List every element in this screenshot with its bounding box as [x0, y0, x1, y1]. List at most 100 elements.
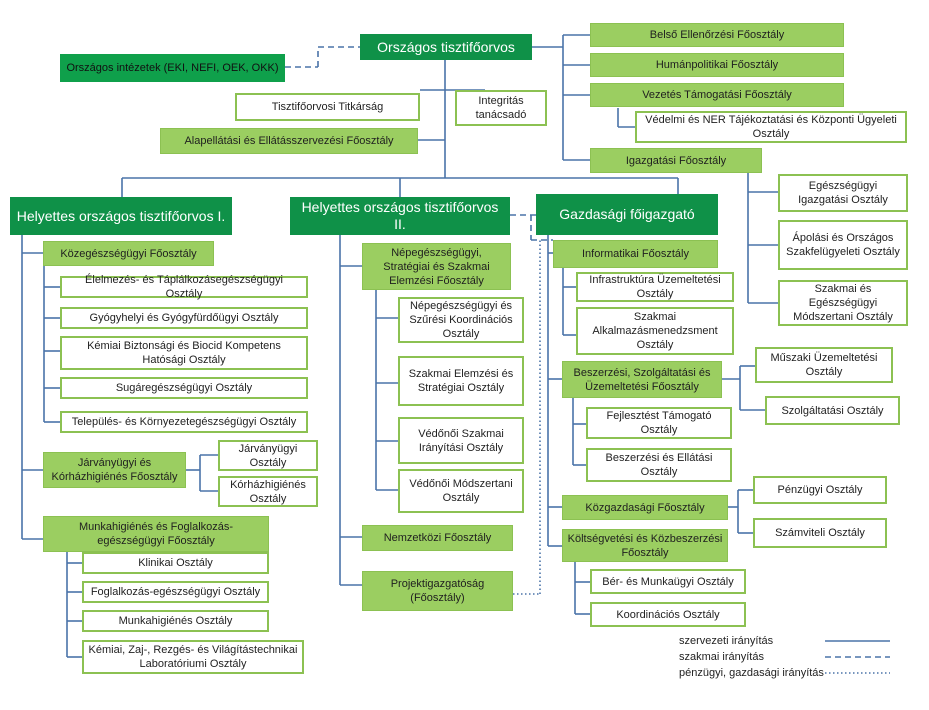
ph-unit-label: Kémiai Biztonsági és Biocid Kompetens Ha… — [87, 340, 281, 366]
leadership-support-box: Vezetés Támogatási Főosztály — [590, 83, 844, 107]
basic-care-label: Alapellátási és Ellátásszervezési Főoszt… — [184, 135, 394, 147]
occ-unit-1: Klinikai Osztály — [82, 552, 269, 574]
occ-unit-label: Klinikai Osztály — [138, 557, 213, 569]
proc-unit-label: Szolgáltatási Osztály — [781, 404, 884, 417]
economic-label: Közgazdasági Főosztály — [585, 501, 705, 514]
proc-right-2: Szolgáltatási Osztály — [765, 396, 900, 425]
proc-left-1: Fejlesztést Támogató Osztály — [586, 407, 732, 439]
deputy2-box: Helyettes országos tisztifőorvos II. — [290, 197, 510, 235]
chief-box: Országos tisztifőorvos — [360, 34, 532, 60]
it-unit-1: Infrastruktúra Üzemeltetési Osztály — [576, 272, 734, 302]
epidemic-label: Járványügyi és Kórházhigiénés Főosztály — [51, 457, 178, 483]
procurement-box: Beszerzési, Szolgáltatási és Üzemeltetés… — [562, 361, 722, 398]
ph-unit-5: Település- és Környezetegészségügyi Oszt… — [60, 411, 308, 433]
deputy2-label: Helyettes országos tisztifőorvos II. — [301, 199, 499, 232]
integrity-label: Integritás tanácsadó — [475, 95, 527, 121]
budget-box: Költségvetési és Közbeszerzési Főosztály — [562, 529, 728, 562]
leadership-support-label: Vezetés Támogatási Főosztály — [642, 89, 792, 101]
international-label: Nemzetközi Főosztály — [383, 532, 492, 544]
deputy1-label: Helyettes országos tisztifőorvos I. — [16, 207, 226, 224]
occ-unit-label: Munkahigiénés Osztály — [118, 615, 233, 627]
institutes-label: Országos intézetek (EKI, NEFI, OEK, OKK) — [66, 62, 279, 74]
admin-box: Igazgatási Főosztály — [590, 148, 762, 173]
basic-care-box: Alapellátási és Ellátásszervezési Főoszt… — [160, 128, 418, 154]
defense-label: Védelmi és NER Tájékoztatási és Központi… — [645, 114, 897, 140]
it-label: Informatikai Főosztály — [582, 248, 689, 260]
nursing-label: Ápolási és Országos Szakfelügyeleti Oszt… — [786, 232, 900, 258]
econ-unit-2: Számviteli Osztály — [753, 518, 887, 548]
it-unit-label: Infrastruktúra Üzemeltetési Osztály — [589, 274, 721, 300]
occ-unit-3: Munkahigiénés Osztály — [82, 610, 269, 632]
it-unit-label: Szakmai Alkalmazásmenedzsment Osztály — [592, 311, 718, 351]
chief-label: Országos tisztifőorvos — [377, 38, 515, 55]
econ-unit-1: Pénzügyi Osztály — [753, 476, 887, 504]
d2-unit-label: Védőnői Módszertani Osztály — [409, 478, 513, 504]
econ-unit-label: Számviteli Osztály — [775, 527, 865, 539]
occ-unit-2: Foglalkozás-egészségügyi Osztály — [82, 581, 269, 603]
budget-unit-1: Bér- és Munkaügyi Osztály — [590, 569, 746, 594]
health-admin-box: Egészségügyi Igazgatási Osztály — [778, 174, 908, 212]
public-health-label: Közegészségügyi Főosztály — [60, 247, 197, 260]
d2-unit-label: Szakmai Elemzési és Stratégiai Osztály — [408, 368, 514, 394]
defense-box: Védelmi és NER Tájékoztatási és Központi… — [635, 111, 907, 143]
admin-label: Igazgatási Főosztály — [625, 154, 727, 167]
ph-unit-4: Sugáregészségügyi Osztály — [60, 377, 308, 399]
hr-label: Humánpolitikai Főosztály — [655, 59, 779, 71]
finance-box: Gazdasági főigazgató — [536, 194, 718, 235]
d2-unit-label: Védőnői Szakmai Irányítási Osztály — [418, 427, 504, 454]
procurement-label: Beszerzési, Szolgáltatási és Üzemeltetés… — [573, 366, 711, 393]
public-health-box: Közegészségügyi Főosztály — [43, 241, 214, 266]
budget-unit-label: Bér- és Munkaügyi Osztály — [602, 575, 734, 588]
ph-unit-label: Sugáregészségügyi Osztály — [115, 382, 253, 394]
internal-audit-label: Belső Ellenőrzési Főosztály — [649, 29, 785, 41]
secretariat-label: Tisztifőorvosi Titkárság — [271, 101, 384, 113]
epi-unit-label: Kórházhigiénés Osztály — [230, 478, 306, 505]
ph-unit-3: Kémiai Biztonsági és Biocid Kompetens Ha… — [60, 336, 308, 370]
people-health-label: Népegészségügyi, Stratégiai és Szakmai E… — [383, 246, 490, 287]
d2-unit-label: Népegészségügyi és Szűrési Koordinációs … — [409, 300, 513, 340]
it-unit-2: Szakmai Alkalmazásmenedzsment Osztály — [576, 307, 734, 355]
legend-dotted-label: pénzügyi, gazdasági irányítás — [679, 667, 824, 679]
epi-unit-2: Kórházhigiénés Osztály — [218, 476, 318, 507]
method-box: Szakmai és Egészségügyi Módszertani Oszt… — [778, 280, 908, 326]
ph-unit-label: Gyógyhelyi és Gyógyfürdőügyi Osztály — [89, 312, 279, 324]
d2-unit-3: Védőnői Szakmai Irányítási Osztály — [398, 417, 524, 464]
occ-unit-label: Foglalkozás-egészségügyi Osztály — [90, 586, 261, 598]
institutes-box: Országos intézetek (EKI, NEFI, OEK, OKK) — [60, 54, 285, 82]
project-box: Projektigazgatóság (Főosztály) — [362, 571, 513, 611]
legend-solid-label: szervezeti irányítás — [679, 635, 774, 647]
project-label: Projektigazgatóság (Főosztály) — [390, 578, 485, 604]
legend-dashed-label: szakmai irányítás — [679, 651, 764, 663]
it-box: Informatikai Főosztály — [553, 240, 718, 268]
proc-unit-label: Beszerzési és Ellátási Osztály — [605, 452, 713, 478]
hr-box: Humánpolitikai Főosztály — [590, 53, 844, 77]
epi-unit-label: Járványügyi Osztály — [238, 442, 298, 469]
international-box: Nemzetközi Főosztály — [362, 525, 513, 551]
d2-unit-1: Népegészségügyi és Szűrési Koordinációs … — [398, 297, 524, 343]
ph-unit-1: Élelmezés- és Táplálkozásegészségügyi Os… — [60, 274, 308, 300]
econ-unit-label: Pénzügyi Osztály — [777, 484, 863, 496]
health-admin-label: Egészségügyi Igazgatási Osztály — [798, 180, 888, 206]
ph-unit-label: Település- és Környezetegészségügyi Oszt… — [71, 416, 297, 428]
internal-audit-box: Belső Ellenőrzési Főosztály — [590, 23, 844, 47]
proc-unit-label: Fejlesztést Támogató Osztály — [606, 410, 712, 436]
budget-unit-2: Koordinációs Osztály — [590, 602, 746, 627]
proc-right-1: Műszaki Üzemeltetési Osztály — [755, 347, 893, 383]
budget-unit-label: Koordinációs Osztály — [616, 608, 720, 621]
occ-unit-label: Kémiai, Zaj-, Rezgés- és Világítástechni… — [88, 644, 298, 670]
d2-unit-2: Szakmai Elemzési és Stratégiai Osztály — [398, 356, 524, 406]
occupational-label: Munkahigiénés és Foglalkozás-egészségügy… — [78, 521, 234, 547]
occupational-box: Munkahigiénés és Foglalkozás-egészségügy… — [43, 516, 269, 552]
ph-unit-label: Élelmezés- és Táplálkozásegészségügyi Os… — [85, 274, 283, 300]
d2-unit-4: Védőnői Módszertani Osztály — [398, 469, 524, 513]
proc-unit-label: Műszaki Üzemeltetési Osztály — [770, 352, 878, 378]
budget-label: Költségvetési és Közbeszerzési Főosztály — [567, 532, 723, 559]
integrity-box: Integritás tanácsadó — [455, 90, 547, 126]
secretariat-box: Tisztifőorvosi Titkárság — [235, 93, 420, 121]
epi-unit-1: Járványügyi Osztály — [218, 440, 318, 471]
occ-unit-4: Kémiai, Zaj-, Rezgés- és Világítástechni… — [82, 640, 304, 674]
nursing-box: Ápolási és Országos Szakfelügyeleti Oszt… — [778, 220, 908, 270]
deputy1-box: Helyettes országos tisztifőorvos I. — [10, 197, 232, 235]
